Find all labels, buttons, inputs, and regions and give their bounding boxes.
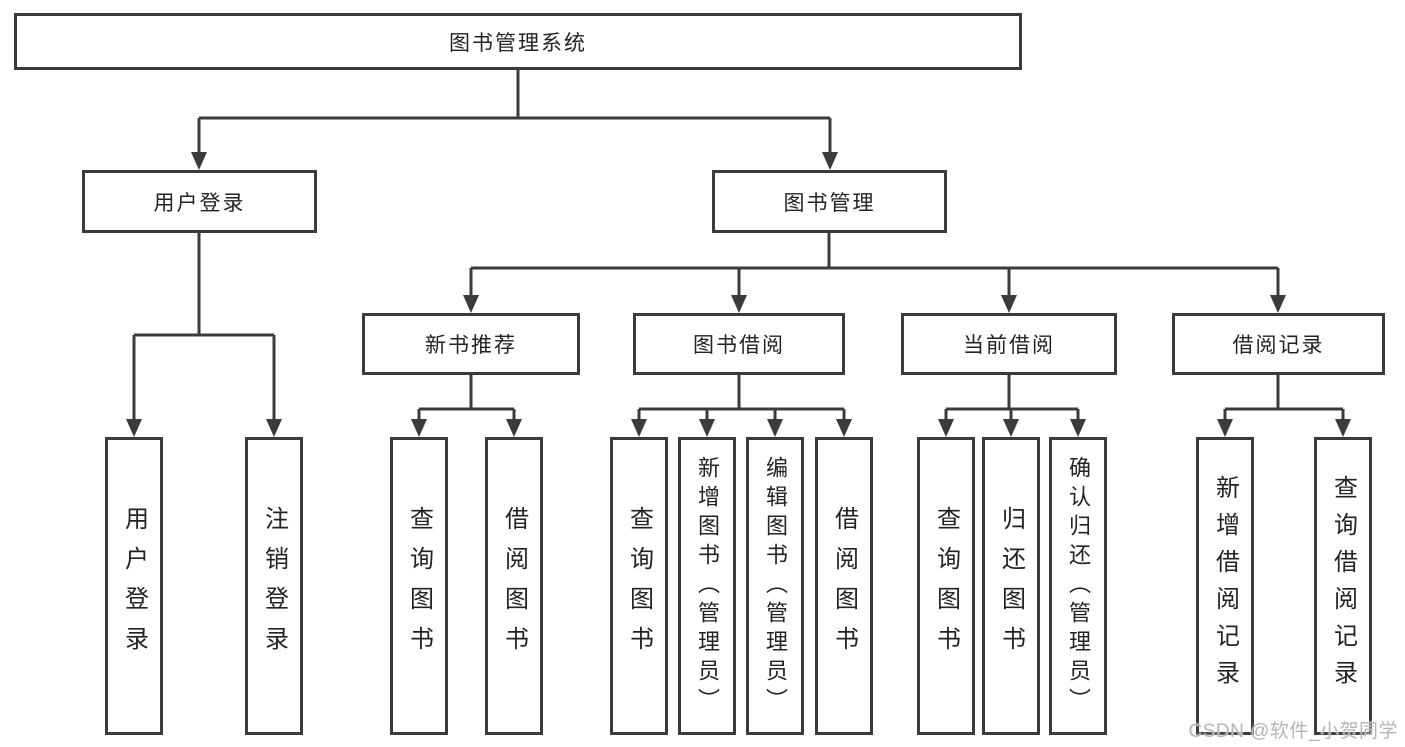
leaf-cb-confirm-return-admin: 确认归还（管理员） (1049, 437, 1107, 735)
leaf-br-query-record: 查询借阅记录 (1314, 437, 1372, 735)
arrow-down-icon (1070, 419, 1086, 437)
csdn-watermark: CSDN @软件_小贺同学 (1188, 721, 1398, 742)
node-book-management: 图书管理 (712, 170, 947, 233)
connectors-new-book-recommend (411, 375, 522, 437)
node-borrow-records: 借阅记录 (1172, 313, 1385, 375)
leaf-br-add-record: 新增借阅记录 (1196, 437, 1254, 735)
arrow-down-icon (631, 419, 647, 437)
leaf-nbr-borrow-books: 借阅图书 (485, 437, 543, 735)
leaf-user-login: 用户登录 (105, 437, 163, 735)
node-user-login: 用户登录 (82, 170, 317, 233)
leaf-logout: 注销登录 (245, 437, 303, 735)
leaf-cb-return-books: 归还图书 (982, 437, 1040, 735)
arrow-down-icon (411, 419, 427, 437)
arrow-down-icon (266, 419, 282, 437)
arrow-down-icon (1335, 419, 1351, 437)
arrow-down-icon (699, 419, 715, 437)
arrow-down-icon (731, 295, 747, 313)
connectors-root (191, 70, 838, 170)
arrow-down-icon (1001, 295, 1017, 313)
node-new-book-recommend: 新书推荐 (362, 313, 580, 375)
arrow-down-icon (1217, 419, 1233, 437)
leaf-nbr-query-books: 查询图书 (390, 437, 448, 735)
leaf-bb-edit-books-admin: 编辑图书（管理员） (746, 437, 804, 735)
arrow-down-icon (1003, 419, 1019, 437)
leaf-cb-query-books: 查询图书 (917, 437, 975, 735)
connectors-book-management (463, 233, 1286, 313)
node-root: 图书管理系统 (14, 13, 1022, 70)
connectors-user-login (126, 233, 282, 437)
arrow-down-icon (767, 419, 783, 437)
arrow-down-icon (463, 295, 479, 313)
node-book-borrow: 图书借阅 (633, 313, 845, 375)
connectors-borrow-records (1217, 375, 1351, 437)
node-current-borrow: 当前借阅 (901, 313, 1117, 375)
arrow-down-icon (191, 152, 207, 170)
leaf-bb-borrow-books: 借阅图书 (815, 437, 873, 735)
arrow-down-icon (126, 419, 142, 437)
connectors-current-borrow (938, 375, 1086, 437)
connectors-book-borrow (631, 375, 852, 437)
leaf-bb-query-books: 查询图书 (610, 437, 668, 735)
arrow-down-icon (938, 419, 954, 437)
leaf-bb-add-books-admin: 新增图书（管理员） (678, 437, 736, 735)
arrow-down-icon (836, 419, 852, 437)
arrow-down-icon (1270, 295, 1286, 313)
arrow-down-icon (506, 419, 522, 437)
arrow-down-icon (822, 152, 838, 170)
